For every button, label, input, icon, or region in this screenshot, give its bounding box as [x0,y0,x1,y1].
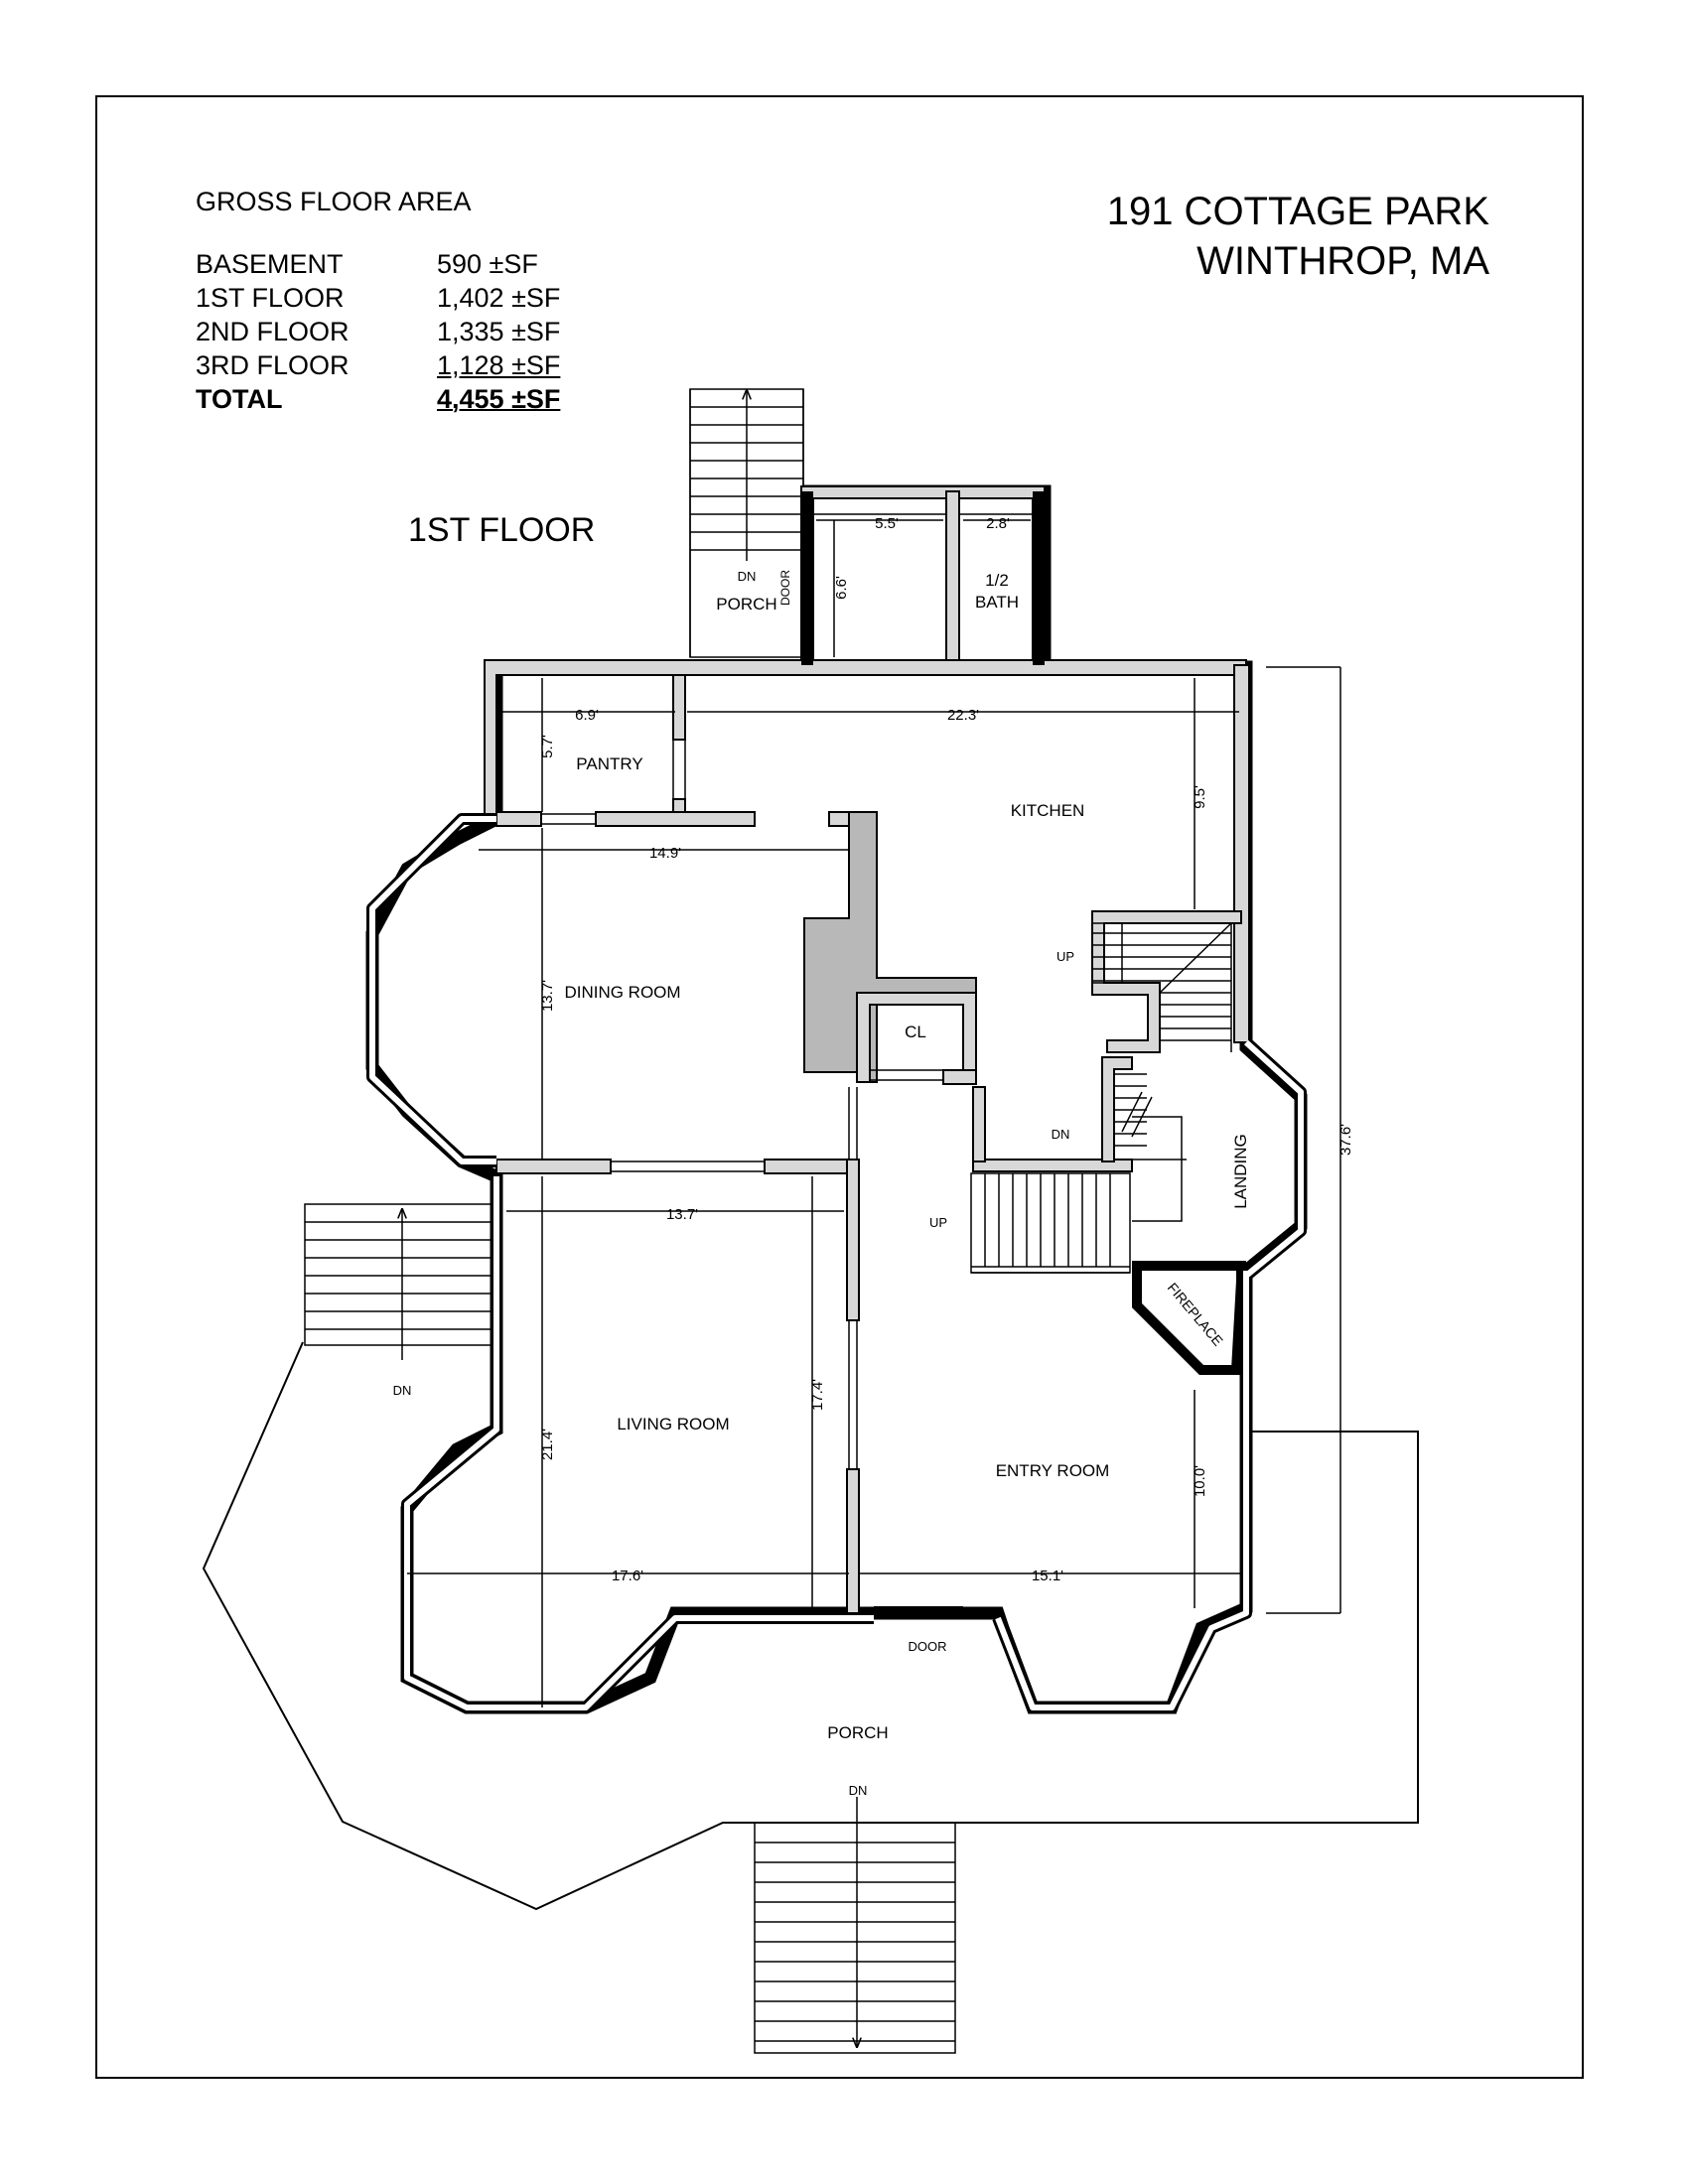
dim-15-1: 15.1' [1032,1568,1063,1584]
gross-floor-area-heading: GROSS FLOOR AREA [196,187,472,216]
front-porch-label: PORCH [827,1723,888,1742]
kitchen-label: KITCHEN [1011,801,1085,820]
dimension-labels: 5.5' 2.8' 6.6' 6.9' 22.3' 5.7' 9.5' 14.9… [539,515,1354,1584]
wall-fills [484,485,1250,1614]
basement-stairs-dn-label: DN [1052,1127,1070,1142]
area-row-value: 1,335 ±SF [437,316,561,346]
side-porch-stairs [304,1203,494,1360]
dimension-lines [407,519,1341,1707]
dim-9-5: 9.5' [1192,785,1208,809]
dim-6-9: 6.9' [575,707,599,724]
area-row-2nd-floor: 2ND FLOOR 1,335 ±SF [196,315,566,348]
page-border [95,95,1584,2079]
address-line-1: 191 COTTAGE PARK [1106,190,1489,233]
dim-10-0: 10.0' [1192,1465,1208,1497]
front-door-symbol [874,1606,963,1618]
area-row-value: 1,128 ±SF [437,349,561,380]
side-porch-dn-label: DN [393,1383,412,1398]
dim-5-7: 5.7' [539,735,556,758]
rear-porch-dn-label: DN [738,569,757,584]
rear-door-symbol [802,556,812,625]
kitchen-stairs-up-label: UP [1056,949,1074,964]
address-line-2: WINTHROP, MA [1196,239,1489,283]
main-stairs-up [970,1116,1187,1274]
area-row-basement: BASEMENT 590 ±SF [196,247,566,281]
dim-17-4: 17.4' [809,1379,826,1411]
rear-door-label: DOOR [778,570,792,606]
dim-14-9: 14.9' [649,845,681,862]
area-total-label: TOTAL [196,383,283,414]
bay-walls-inner [369,816,1304,1710]
living-room-label: LIVING ROOM [617,1415,729,1433]
dim-6-6: 6.6' [833,576,850,600]
main-stairs-up-label: UP [929,1215,947,1230]
basement-stairs-dn [1114,1073,1153,1147]
area-row-label: 3RD FLOOR [196,349,350,380]
area-row-total: TOTAL 4,455 ±SF [196,382,566,416]
area-row-label: 2ND FLOOR [196,316,350,346]
dim-17-6: 17.6' [612,1568,643,1584]
dim-37-6: 37.6' [1337,1124,1354,1156]
half-bath-label-1: 1/2 [985,571,1009,590]
front-door-label: DOOR [909,1639,947,1654]
dim-21-4: 21.4' [539,1429,556,1460]
gross-floor-area-table: GROSS FLOOR AREA BASEMENT 590 ±SF 1ST FL… [196,187,566,416]
dim-5-5: 5.5' [875,515,899,532]
rear-porch-stairs [689,388,804,658]
rear-porch-outline [689,389,804,657]
area-row-label: BASEMENT [196,248,344,279]
area-row-3rd-floor: 3RD FLOOR 1,128 ±SF [196,348,566,382]
floor-label: 1ST FLOOR [408,511,596,549]
front-porch-outline [202,1341,1419,1911]
area-row-value: 590 ±SF [437,248,538,279]
pantry-label: PANTRY [576,754,642,773]
area-row-label: 1ST FLOOR [196,282,345,313]
area-row-1st-floor: 1ST FLOOR 1,402 ±SF [196,281,566,315]
property-address: 191 COTTAGE PARK WINTHROP, MA [1107,187,1489,286]
front-porch-stairs [754,1797,956,2054]
dim-22-3: 22.3' [947,707,979,724]
half-bath-label-2: BATH [975,593,1019,612]
area-total-value: 4,455 ±SF [437,383,561,414]
dim-2-8: 2.8' [986,515,1010,532]
dim-13-7-horizontal: 13.7' [666,1206,698,1223]
thin-lines [541,513,1033,1469]
dining-room-label: DINING ROOM [564,983,680,1002]
entry-room-label: ENTRY ROOM [996,1461,1110,1480]
front-porch-dn-label: DN [849,1783,868,1798]
landing-label: LANDING [1231,1134,1250,1209]
closet-label: CL [905,1023,926,1041]
kitchen-stairs-up [1091,922,1232,1052]
rear-porch-label: PORCH [716,595,776,614]
dim-13-7-vertical: 13.7' [539,980,556,1012]
area-row-value: 1,402 ±SF [437,282,561,313]
